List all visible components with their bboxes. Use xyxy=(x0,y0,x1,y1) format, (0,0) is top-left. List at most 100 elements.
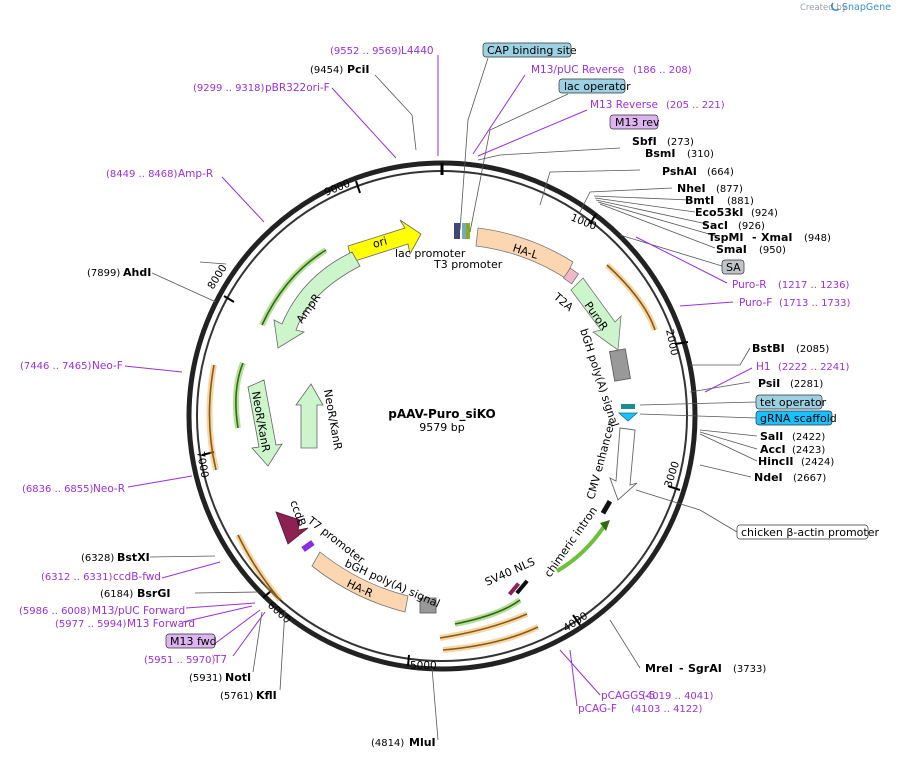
leader-lines xyxy=(149,57,758,741)
chimeric-arrowhead-icon xyxy=(600,520,610,531)
primer-m13puc-fwd-pos: (5986 .. 6008) xyxy=(19,606,91,617)
orf-arrows xyxy=(206,247,658,653)
ha-r-feature xyxy=(311,551,409,613)
enzyme-psii-pos: (2281) xyxy=(790,379,823,390)
t7-promoter-label: T7 promoter xyxy=(304,514,367,567)
enzyme-tspmi-name: TspMI xyxy=(708,231,744,244)
enzyme-bsmi-pos: (310) xyxy=(687,149,714,160)
snapgene-brand: SnapGene xyxy=(842,2,891,13)
snapgene-logo-icon xyxy=(830,2,840,12)
neor-inner-feature xyxy=(295,383,324,449)
enzyme-bmti-pos: (881) xyxy=(727,196,754,207)
chicken-promoter-label: chicken β-actin promoter xyxy=(741,526,879,539)
primer-neor-name: Neo-R xyxy=(93,483,125,495)
primer-t7-pos: (5951 .. 5970) xyxy=(144,655,216,666)
enzyme-saci-pos: (926) xyxy=(738,221,765,232)
sa-box xyxy=(721,259,745,275)
ori-feature xyxy=(347,219,422,263)
enzyme-xmai-name: XmaI xyxy=(761,231,792,244)
neor-inner-label: NeoR/KanR xyxy=(321,388,345,451)
enzyme-sgrai-name: SgrAI xyxy=(688,662,722,675)
primer-t7-name: T7 xyxy=(213,654,227,666)
lac-operator-label: lac operator xyxy=(564,80,631,93)
enzyme-mlui-name: MluI xyxy=(409,736,436,749)
enzyme-pshai-name: PshAI xyxy=(662,165,697,178)
enzyme-noti-pos: (5931) xyxy=(189,673,222,684)
primer-ccdb-fwd-name: ccdB-fwd xyxy=(113,571,161,583)
lac-operator-box xyxy=(558,78,626,94)
tick-label-5000: 5000 xyxy=(410,660,437,672)
enzyme-ndei-pos: (2667) xyxy=(793,473,826,484)
neor-outer-feature xyxy=(247,379,283,467)
primer-m13puc-rev-name: M13/pUC Reverse xyxy=(531,64,624,76)
enzyme-eco53ki-name: Eco53kI xyxy=(695,206,743,219)
chicken-promoter-mark xyxy=(600,499,613,515)
enzyme-saci-name: SacI xyxy=(702,219,728,232)
t7-promoter-mark xyxy=(301,540,315,552)
enzyme-nhei-name: NheI xyxy=(677,182,706,195)
primer-neof-pos: (7446 .. 7465) xyxy=(20,361,92,372)
map-size: 9579 bp xyxy=(419,421,464,434)
m13fwd-box xyxy=(165,633,216,649)
enzyme-psii-name: PsiI xyxy=(758,377,780,390)
cmv-enhancer-feature xyxy=(609,427,638,501)
enzyme-ndei-name: NdeI xyxy=(754,471,783,484)
primer-pbr322-pos: (9299 .. 9318) xyxy=(193,83,265,94)
dash-separator-2: - xyxy=(679,662,684,675)
ampr-feature xyxy=(273,251,361,349)
chimeric-intron-arrow xyxy=(556,523,607,573)
enzyme-sali-pos: (2422) xyxy=(792,432,825,443)
primer-leader-lines xyxy=(124,55,753,707)
enzyme-bsmi-name: BsmI xyxy=(645,147,676,160)
enzyme-bstbi-name: BstBI xyxy=(752,342,785,355)
enzyme-pcii-pos: (9454) xyxy=(310,65,343,76)
sv40-mark-black xyxy=(515,579,529,595)
m13rev-label: M13 rev xyxy=(615,116,660,129)
sv40-mark-purple xyxy=(507,582,521,596)
enzyme-ahdi-name: AhdI xyxy=(123,266,151,279)
cap-binding-box xyxy=(482,42,572,58)
enzyme-bmti-name: BmtI xyxy=(685,194,714,207)
primer-ampr-pos: (8449 .. 8468) xyxy=(106,169,178,180)
enzyme-bsrgi-pos: (6184) xyxy=(100,589,133,600)
grna-scaffold-box xyxy=(755,410,833,426)
enzyme-bstxi-name: BstXI xyxy=(117,551,150,564)
enzyme-sali-name: SalI xyxy=(760,430,783,443)
t2a-feature xyxy=(562,267,580,285)
enzyme-nhei-pos: (877) xyxy=(716,184,743,195)
tet-operator-label: tet operator xyxy=(760,396,827,409)
enzyme-mrei-name: MreI xyxy=(645,662,673,675)
enzyme-sbfi-pos: (273) xyxy=(667,137,694,148)
m13rev-box xyxy=(609,114,659,130)
created-by-text: Created by xyxy=(800,3,847,13)
tick-marks xyxy=(201,163,689,667)
primer-h1-name: H1 xyxy=(756,361,771,373)
enzyme-acci-name: AccI xyxy=(760,443,786,456)
t3-promoter-mark xyxy=(466,223,470,239)
t2a-label: T2A xyxy=(550,290,576,315)
map-title: pAAV-Puro_siKO xyxy=(388,407,495,422)
tick-label-6000: 6000 xyxy=(265,599,293,626)
primer-puro-r-pos: (1217 .. 1236) xyxy=(778,280,850,291)
primer-puro-f-pos: (1713 .. 1733) xyxy=(779,298,851,309)
enzyme-smai-name: SmaI xyxy=(716,243,747,256)
enzyme-noti-name: NotI xyxy=(225,671,251,684)
tet-operator-mark xyxy=(621,404,635,409)
enzyme-pshai-pos: (664) xyxy=(707,167,734,178)
dash-separator-1: - xyxy=(752,231,757,244)
grna-scaffold-mark xyxy=(617,412,639,422)
enzyme-eco53ki-pos: (924) xyxy=(751,208,778,219)
enzyme-ahdi-pos: (7899) xyxy=(87,268,120,279)
enzyme-acci-pos: (2423) xyxy=(792,445,825,456)
sv40-nls-label: SV40 NLS xyxy=(483,555,537,589)
enzyme-pcii-name: PciI xyxy=(347,63,369,76)
lac-promoter-mark xyxy=(454,223,460,239)
bgh-upper-feature xyxy=(609,348,631,382)
primer-m13-rev-name: M13 Reverse xyxy=(590,99,658,111)
primer-h1-pos: (2222 .. 2241) xyxy=(778,362,850,373)
enzyme-tspmi-pos: (948) xyxy=(804,233,831,244)
grna-scaffold-label: gRNA scaffold xyxy=(760,412,837,425)
enzyme-bsrgi-name: BsrGI xyxy=(137,587,170,600)
primer-l4440-pos: (9552 .. 9569) xyxy=(330,46,402,57)
enzyme-bstbi-pos: (2085) xyxy=(796,344,829,355)
